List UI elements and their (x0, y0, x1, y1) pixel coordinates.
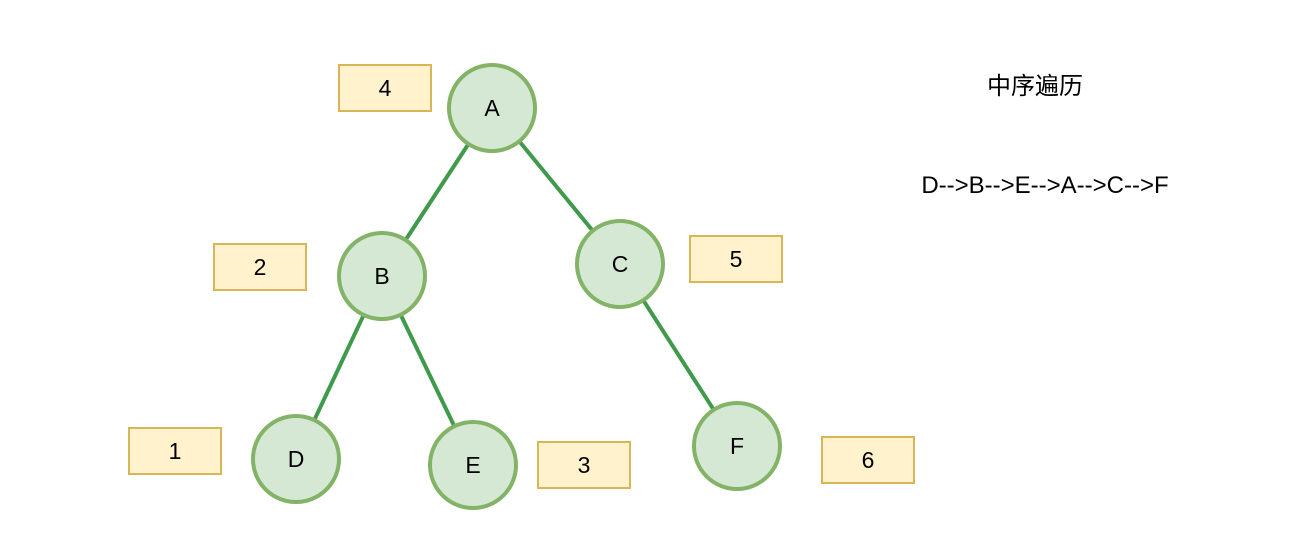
tree-node-C: C (575, 219, 665, 309)
edge-C-F (641, 299, 716, 411)
node-label: A (484, 95, 500, 121)
order-box-rect (338, 64, 432, 112)
order-number: 4 (379, 75, 392, 101)
edge-A-B (403, 142, 471, 242)
order-box-rect (213, 243, 307, 291)
edge-A-C (517, 139, 595, 233)
order-box-rect (128, 427, 222, 475)
edge-B-E (398, 313, 457, 428)
tree-node-E: E (428, 420, 518, 510)
node-circle (692, 401, 782, 491)
edge-B-D (312, 314, 366, 421)
order-number: 1 (169, 438, 182, 464)
order-box-E: 3 (537, 441, 631, 489)
node-circle (251, 414, 341, 504)
node-circle (337, 231, 427, 321)
order-box-rect (537, 441, 631, 489)
node-label: F (730, 433, 744, 459)
node-label: B (374, 263, 389, 289)
tree-node-A: A (447, 63, 537, 153)
tree-node-F: F (692, 401, 782, 491)
node-label: E (465, 452, 480, 478)
order-box-rect (689, 235, 783, 283)
traversal-sequence: D-->B-->E-->A-->C-->F (921, 172, 1169, 199)
node-label: C (612, 251, 629, 277)
order-box-A: 4 (338, 64, 432, 112)
tree-node-D: D (251, 414, 341, 504)
order-box-B: 2 (213, 243, 307, 291)
order-number: 3 (578, 452, 591, 478)
order-number: 5 (730, 246, 743, 272)
node-circle (428, 420, 518, 510)
order-number: 2 (254, 254, 267, 280)
order-box-F: 6 (821, 436, 915, 484)
node-label: D (288, 446, 305, 472)
traversal-title: 中序遍历 (987, 72, 1083, 100)
node-circle (447, 63, 537, 153)
order-number: 6 (862, 447, 875, 473)
tree-node-B: B (337, 231, 427, 321)
node-circle (575, 219, 665, 309)
order-box-C: 5 (689, 235, 783, 283)
order-box-D: 1 (128, 427, 222, 475)
order-box-rect (821, 436, 915, 484)
